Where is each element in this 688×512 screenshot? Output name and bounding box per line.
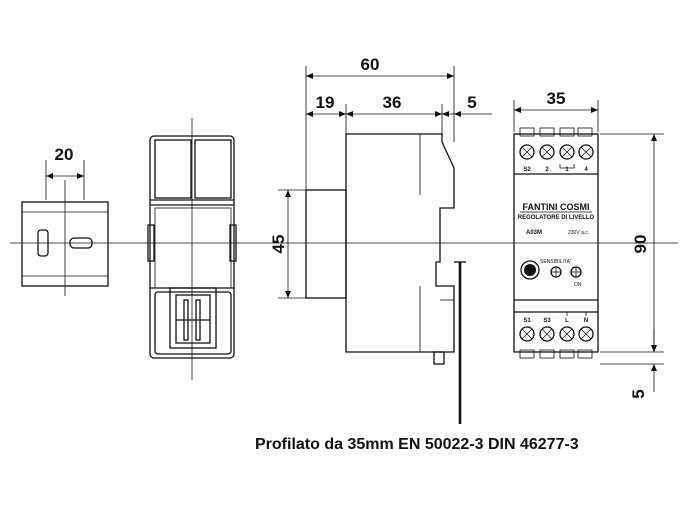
bottom-terminal-screws [519,326,594,342]
terminal-2-label: 2 [545,167,549,173]
voltage-label: 230V a.c. [568,230,589,236]
front-view: 35 90 5 S2 2 1 4 [513,89,664,399]
dim-5-label: 5 [467,93,476,112]
terminal-s3-label: S3 [543,318,551,324]
dim-20-label: 20 [55,145,74,164]
terminal-n-label: N [584,318,588,324]
on-label: ON [574,282,582,288]
indicator-leds [550,266,582,278]
plan-view [147,118,237,380]
brand-label: FANTINI COSMI [523,202,590,212]
terminal-4-label: 4 [584,167,588,173]
device-subtitle: REGOLATORE DI LIVELLO [518,215,595,221]
terminal-s1-label: S1 [523,318,531,324]
terminal-l-label: L [565,318,569,324]
dim-35-label: 35 [547,89,566,108]
dim-60-label: 60 [361,55,380,74]
sensitivity-label: SENSIBILITA' [540,259,571,265]
top-terminal-screws [519,144,594,160]
dim-90-label: 90 [631,235,650,254]
terminal-s2-label: S2 [523,167,531,173]
model-label: A03M [526,230,542,236]
dim-45-label: 45 [269,235,288,254]
dim-36-label: 36 [383,93,402,112]
sensitivity-knob [520,260,540,280]
side-profile-view: 60 19 36 5 45 [269,55,492,365]
din-rail-callout: Profilato da 35mm EN 50022-3 DIN 46277-3 [255,261,579,453]
din-rail-caption: Profilato da 35mm EN 50022-3 DIN 46277-3 [255,436,579,453]
side-cap-view: 20 [21,145,109,296]
dim-19-label: 19 [316,93,335,112]
terminal-1-label: 1 [565,167,569,173]
dim-5-offset-label: 5 [629,389,648,398]
